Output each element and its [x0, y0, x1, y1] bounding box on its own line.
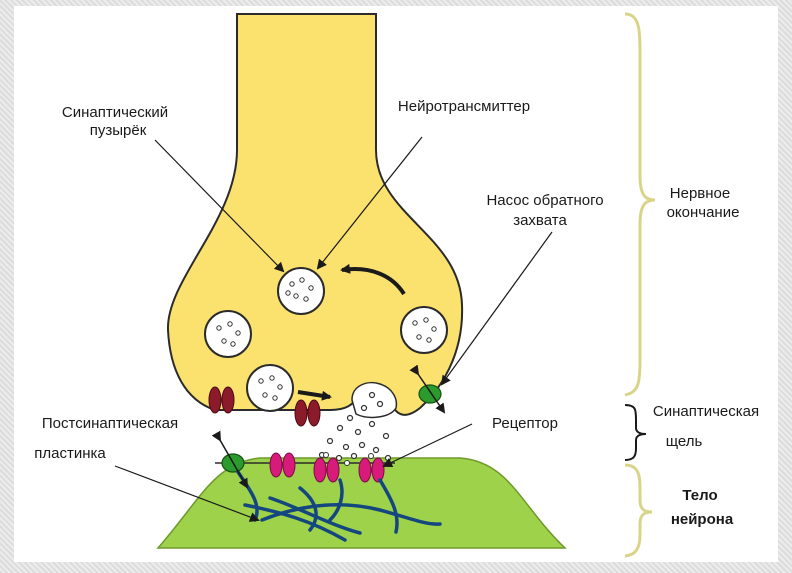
label-neuron-body-2: нейрона: [671, 511, 734, 528]
brace-neuron-body: [625, 465, 652, 556]
label-synaptic-cleft-1: Синаптическая: [653, 403, 759, 420]
label-synaptic-vesicle-1: Синаптический: [62, 104, 168, 121]
synaptic-vesicle: [401, 307, 447, 353]
label-reuptake-pump-1: Насос обратного: [486, 192, 603, 209]
brace-nerve-ending: [625, 14, 655, 395]
label-receptor: Рецептор: [492, 415, 558, 432]
label-postsynaptic-plate-2: пластинка: [34, 445, 106, 462]
nerve-terminal: [168, 14, 462, 415]
brace-synaptic-cleft: [625, 405, 646, 460]
label-synaptic-cleft-2: щель: [666, 433, 703, 450]
reuptake-pump: [419, 385, 441, 403]
label-reuptake-pump-2: захвата: [513, 212, 567, 229]
synaptic-vesicle: [205, 311, 251, 357]
label-nerve-ending-2: окончание: [667, 204, 740, 221]
synaptic-vesicle: [247, 365, 293, 411]
label-synaptic-vesicle-2: пузырёк: [90, 122, 147, 139]
label-postsynaptic-plate-1: Постсинаптическая: [42, 415, 178, 432]
label-nerve-ending-1: Нервное: [670, 185, 730, 202]
label-neuron-body-1: Тело: [682, 487, 717, 504]
synaptic-vesicle: [278, 268, 324, 314]
label-neurotransmitter: Нейротрансмиттер: [398, 98, 530, 115]
